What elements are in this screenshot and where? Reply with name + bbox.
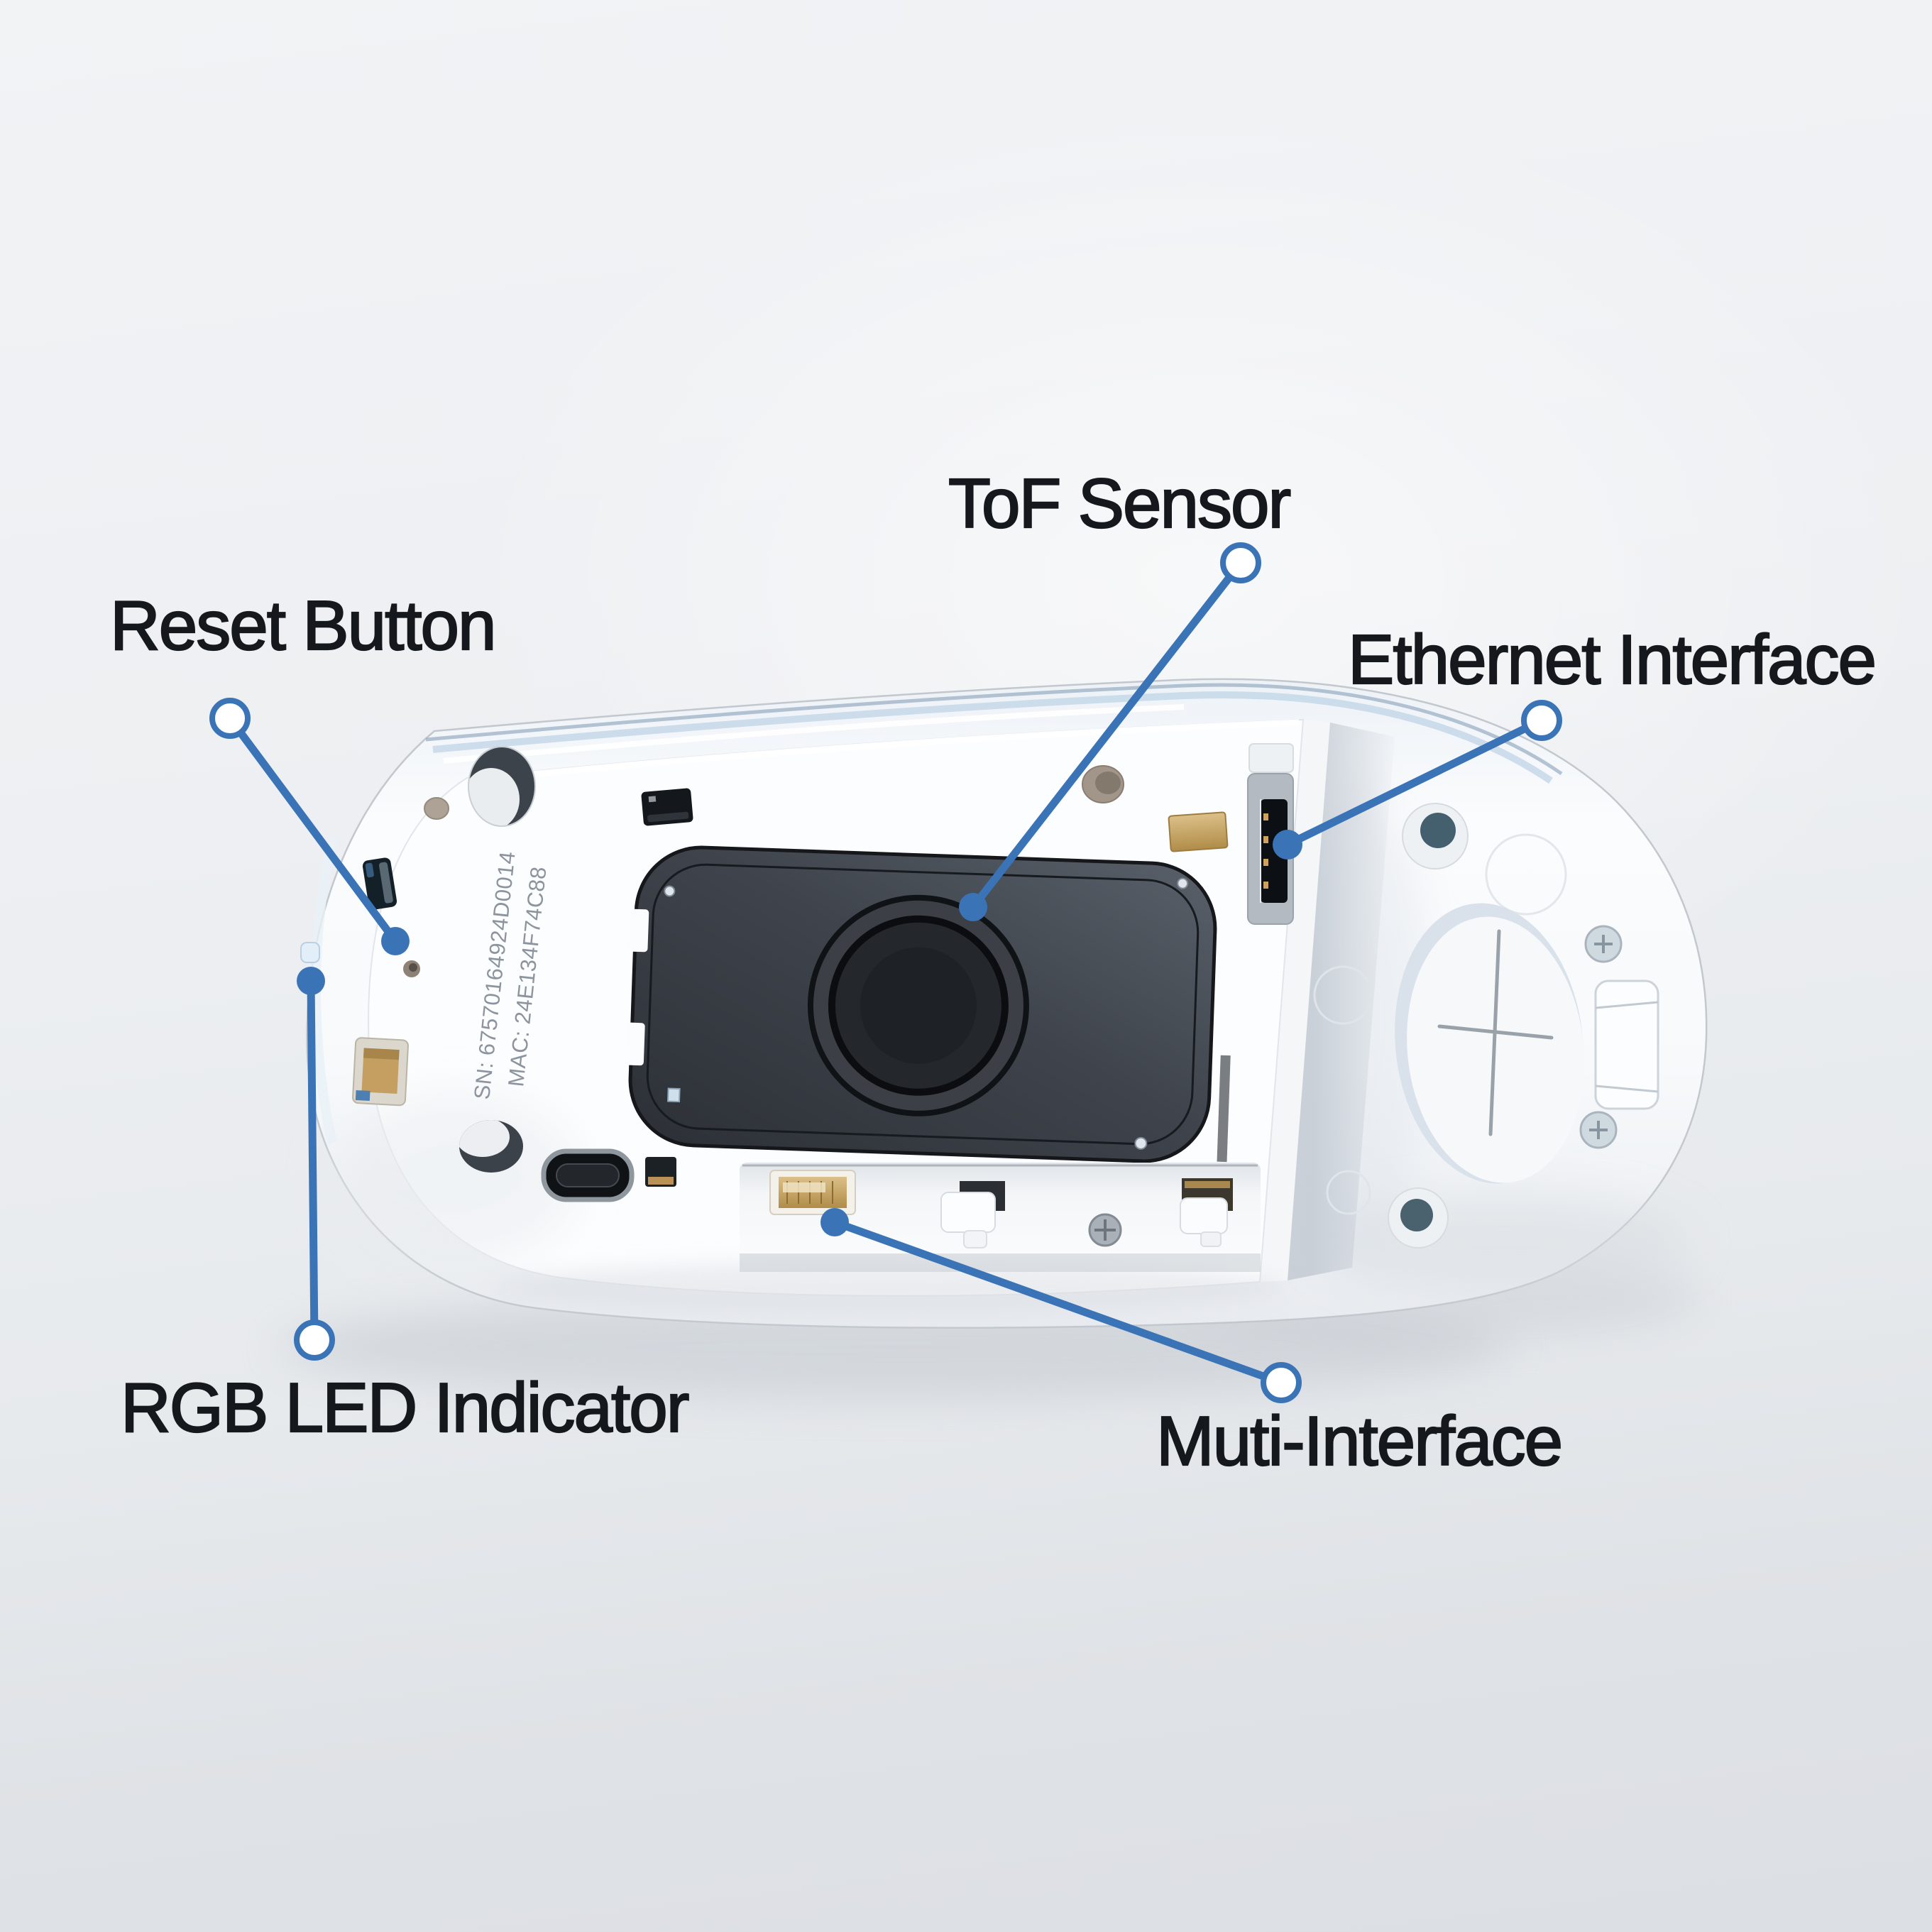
cap-screw [1579,1111,1618,1149]
shell-top-rim-highlight [310,683,1563,1144]
callout-target-dot [959,893,987,921]
panel-side-strip [1217,1055,1231,1163]
connector-stub [1180,1178,1233,1247]
component-black-square [641,788,693,826]
step-wall [1260,720,1330,1282]
step-shadow [1288,723,1395,1280]
cap-bottom-shading [1320,1194,1689,1293]
callout-muti-interface [820,1208,1302,1403]
panel-side-tab [629,909,649,953]
component-small [645,1157,676,1187]
cap-hole-bottom [1388,1187,1449,1248]
callout-ring [1261,1362,1302,1403]
label-reset-button: Reset Button [109,586,498,664]
tof-panel [625,845,1231,1163]
callout-ring [209,698,251,739]
callouts [209,542,1562,1403]
callout-tof-sensor [959,542,1261,921]
ethernet-port [1247,773,1294,925]
bottom-interface-strip [740,1163,1261,1272]
callout-ring [1521,700,1562,741]
left-slot [362,857,397,910]
gold-contact-pad [1168,811,1229,852]
callout-rgb-led-indicator [294,967,335,1361]
face-bottom-shading [490,1261,1285,1315]
usb-c-port [541,1148,635,1202]
face-corner-shading [330,1093,578,1263]
label-muti-interface: Muti-Interface [1156,1402,1564,1480]
cap-emboss-circle [1326,1170,1371,1215]
label-ethernet-interface: Ethernet Interface [1347,620,1877,698]
cap-side-tab [1594,979,1659,1110]
callout-ring [294,1319,335,1361]
callout-ring [1220,542,1261,583]
panel-side-tab [625,1022,645,1066]
label-tof-sensor: ToF Sensor [948,464,1292,542]
cap-screw [1584,925,1623,963]
muti-interface-connector [769,1170,856,1215]
small-hole-top-right [1082,765,1124,803]
small-hole [424,797,449,820]
mount-boss [1395,903,1584,1184]
end-cap [1260,720,1689,1293]
cross-marker [1437,929,1554,1136]
panel-screws [664,877,1189,1150]
strip-screw [1088,1213,1122,1247]
reset-pinhole [403,960,420,977]
callout-target-dot [820,1208,849,1236]
callout-target-dot [297,967,325,995]
cap-emboss-circle [1313,965,1373,1025]
tof-lens [807,894,1029,1116]
callout-target-dot [381,927,410,955]
pcb-connector [352,1037,409,1107]
connector-stub [940,1181,1005,1248]
cap-emboss-circle [1485,833,1567,916]
top-notch [1248,743,1294,773]
label-rgb-led-indicator: RGB LED Indicator [120,1368,691,1447]
face-top-highlight [468,719,1300,784]
callout-target-dot [1273,830,1302,860]
cap-hole-top [1402,803,1469,869]
callout-reset-button [209,698,410,955]
callout-ethernet-interface [1273,700,1562,860]
rgb-led-light-pipe [300,942,320,963]
